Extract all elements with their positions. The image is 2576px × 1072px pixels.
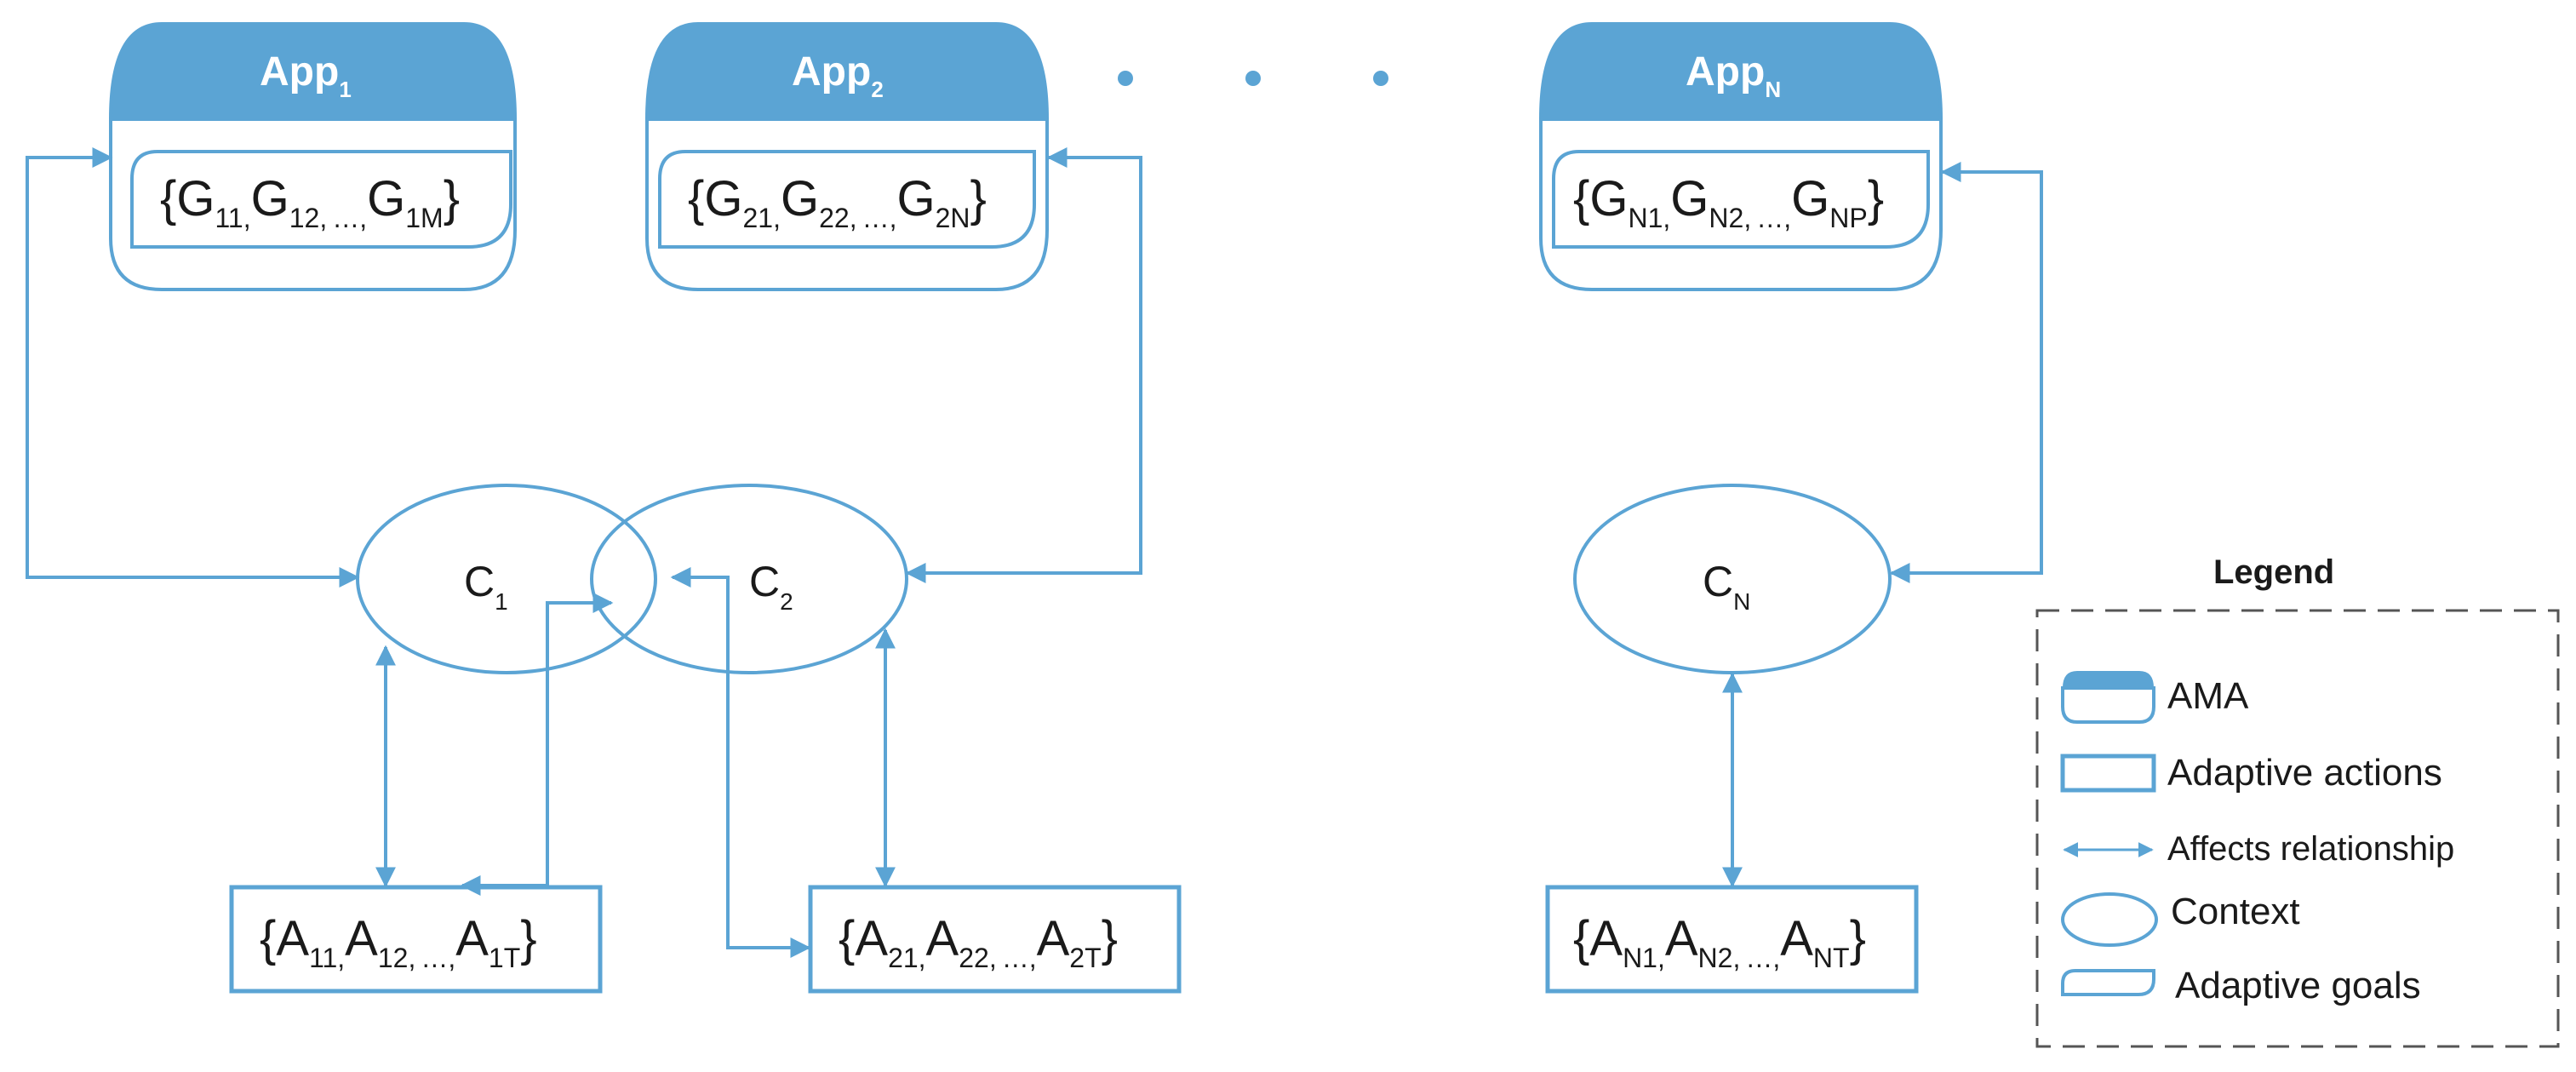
arrow-actions1-c2 [460,593,614,896]
legend-goals-label: Adaptive goals [2175,965,2421,1006]
arrow-appn-cn [1889,162,2043,583]
ellipsis-dots-icon [1118,71,1388,86]
app-2-title: App2 [792,49,884,102]
arrow-app2-c2 [905,147,1142,583]
connectors [26,147,2043,958]
legend: Legend AMA Adaptive actions Affects rela… [2035,553,2560,1048]
app-1-title: App1 [260,49,352,102]
actions-1-label: {A11,A12,…,A1T} [260,911,537,973]
legend-box [2035,609,2560,1048]
app-2-box: App2 {G21,G22,…,G2N} [645,22,1049,291]
legend-title: Legend [2213,553,2334,591]
legend-actions-label: Adaptive actions [2167,752,2442,794]
arrow-app1-c1 [26,147,360,588]
app-1-box: App1 {G11,G12,…,G1M} [109,22,517,291]
context-icon [2061,892,2158,947]
actions-2-label: {A21,A22,…,A2T} [839,911,1118,973]
context-c1-label: C1 [464,558,508,615]
actions-n-label: {AN1,AN2,…,ANT} [1573,911,1866,973]
legend-affects-label: Affects relationship [2167,830,2454,868]
actions-box-1 [229,885,603,994]
adaptive-goals-icon [2061,969,2155,996]
app-n-box: AppN {GN1,GN2,…,GNP} [1539,22,1943,291]
app-n-goals: {GN1,GN2,…,GNP} [1573,171,1884,233]
ama-icon [2061,671,2155,724]
arrow-c2-actions2 [670,567,811,958]
adaptive-actions-icon [2060,754,2156,793]
context-cn-label: CN [1703,558,1750,615]
app-n-title: AppN [1686,49,1781,102]
context-c2-label: C2 [749,558,793,615]
legend-context-label: Context [2171,891,2300,932]
context-c1 [356,484,657,674]
legend-ama-label: AMA [2167,675,2249,717]
